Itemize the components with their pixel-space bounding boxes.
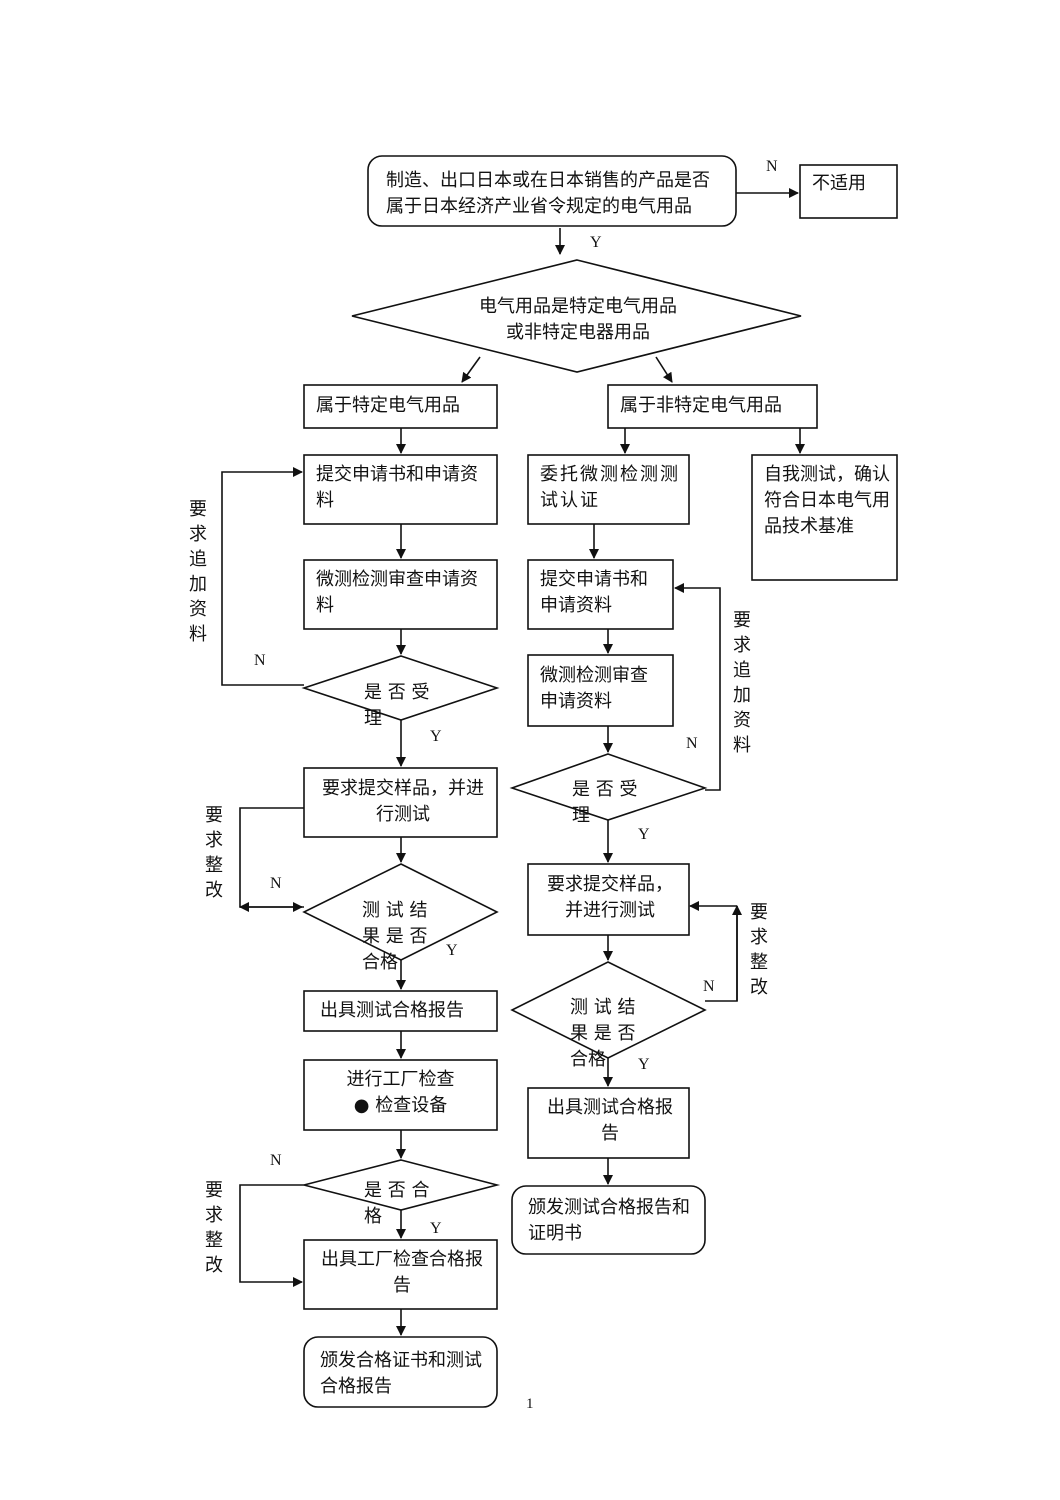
rectify-label-1: 要求整改 [205,805,223,901]
no-marker: N [686,735,698,752]
no-marker: N [703,978,715,995]
right-review-node [527,654,674,727]
right-selftest-label: 自我测试，确认符合日本电气用品技术基准 [764,464,890,537]
right-selftest-node [751,454,898,581]
start-node [367,155,737,227]
right-final-label: 颁发测试合格报告和证明书 [528,1197,690,1244]
yes-marker: Y [430,1220,442,1237]
yes-marker: Y [430,728,442,745]
supplement-label-right: 要求追加资料 [733,610,751,756]
rectify-label-3: 要求整改 [205,1180,223,1276]
left-factory-label-2: ● 检查设备 [353,1095,448,1116]
type-decision-label: 电气用品是特定电气用品或非特定电器用品 [479,296,677,343]
right-final-node [511,1185,706,1255]
no-marker: N [254,652,266,669]
start-label: 制造、出口日本或在日本销售的产品是否属于日本经济产业省令规定的电气用品 [386,170,710,217]
left-submit-label: 提交申请书和申请资料 [316,464,478,511]
right-nonspecific-node [607,384,818,429]
left-final-label: 颁发合格证书和测试合格报告 [320,1350,482,1397]
yes-marker: Y [446,942,458,959]
no-marker: N [766,158,778,175]
left-factory-pass-label: 是 否 合格 [364,1180,430,1227]
right-entrust-node [527,454,690,525]
right-submit-node [527,559,674,630]
right-submit-label: 提交申请书和申请资料 [540,569,648,616]
yes-marker: Y [638,826,650,843]
left-factory-report-label: 出具工厂检查合格报告 [321,1249,483,1296]
type-decision-node [351,259,802,373]
right-samples-label: 要求提交样品，并进行测试 [547,874,673,921]
left-samples-label: 要求提交样品，并进行测试 [322,778,484,825]
not-applicable-node [799,164,898,219]
no-marker: N [270,1152,282,1169]
right-nonspecific-label: 属于非特定电气用品 [620,395,782,416]
page-number: 1 [526,1396,534,1412]
no-marker: N [270,875,282,892]
yes-marker: Y [590,234,602,251]
left-specific-label: 属于特定电气用品 [316,395,460,416]
left-factory-label-1: 进行工厂检查 [346,1069,455,1090]
right-entrust-label: 委托微测检测测试认证 [540,464,680,511]
left-test-label: 测 试 结果 是 否合格 [362,900,428,973]
yes-marker: Y [638,1056,650,1073]
not-applicable-label: 不适用 [812,173,866,194]
right-review-label: 微测检测审查申请资料 [540,665,648,712]
right-accept-label: 是 否 受理 [572,779,638,826]
left-report-label: 出具测试合格报告 [320,1000,464,1021]
left-review-label: 微测检测审查申请资料 [316,569,478,616]
rectify-label-2: 要求整改 [750,902,768,998]
left-accept-label: 是 否 受理 [364,682,430,729]
right-report-label: 出具测试合格报告 [547,1097,673,1144]
right-test-label: 测 试 结果 是 否合格 [570,997,636,1070]
supplement-label-left: 要求追加资料 [189,499,207,645]
left-final-node [303,1336,498,1408]
